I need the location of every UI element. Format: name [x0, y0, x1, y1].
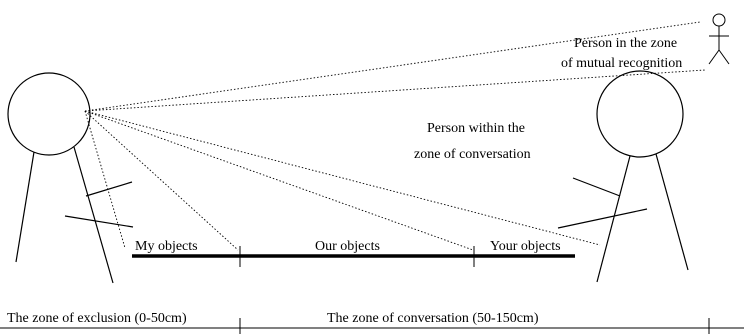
right-person-figure [557, 70, 689, 283]
conversation-person-label-line2: zone of conversation [414, 147, 531, 162]
sight-line-your-objects [84, 110, 601, 246]
objects-bar [132, 246, 575, 267]
remote-person-label-line1: Person in the zone [574, 36, 677, 51]
remote-person-label-line2: of mutual recognition [561, 56, 682, 71]
zone-scale [0, 318, 744, 334]
right-person-head [596, 70, 684, 158]
exclusion-zone-label: The zone of exclusion (0-50cm) [7, 311, 187, 326]
sight-line-remote-lower [84, 69, 706, 112]
right-person-arm-upper [572, 177, 621, 197]
sight-line-my-objects [84, 110, 126, 249]
left-person-leg-left [15, 151, 35, 263]
left-person-leg-right [73, 146, 114, 284]
left-person-figure [7, 72, 134, 284]
distant-person-head [712, 13, 726, 27]
sight-line-our-objects-end [84, 110, 474, 251]
conversation-person-label-line1: Person within the [427, 121, 525, 136]
right-person-leg-right [655, 153, 689, 271]
my-objects-label: My objects [135, 239, 198, 254]
left-person-arm-lower [64, 215, 134, 228]
your-objects-label: Your objects [490, 239, 561, 254]
left-person-head [7, 72, 91, 156]
right-person-leg-left [596, 155, 631, 283]
conversation-zone-label: The zone of conversation (50-150cm) [327, 311, 539, 326]
right-person-arm-lower [557, 208, 648, 229]
sight-lines [84, 21, 706, 251]
left-person-arm-upper [85, 181, 133, 197]
distant-person-figure [708, 13, 730, 65]
sight-line-our-objects-start [84, 110, 239, 251]
our-objects-label: Our objects [315, 239, 380, 254]
